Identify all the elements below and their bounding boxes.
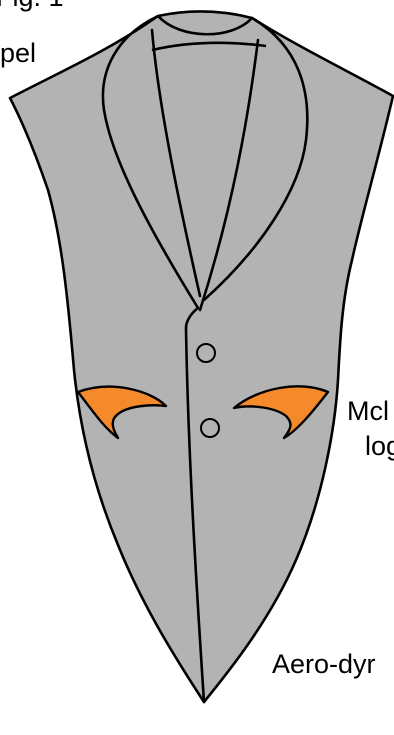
lapel-label: pel	[0, 40, 36, 67]
logo-label-line-1: Mcl	[347, 398, 389, 425]
button-upper	[197, 344, 215, 362]
logo-label-line-2: log	[365, 433, 394, 460]
figure-label: Fig. 1	[0, 0, 64, 11]
aero-label: Aero-dyr	[272, 651, 376, 678]
button-lower	[201, 419, 219, 437]
